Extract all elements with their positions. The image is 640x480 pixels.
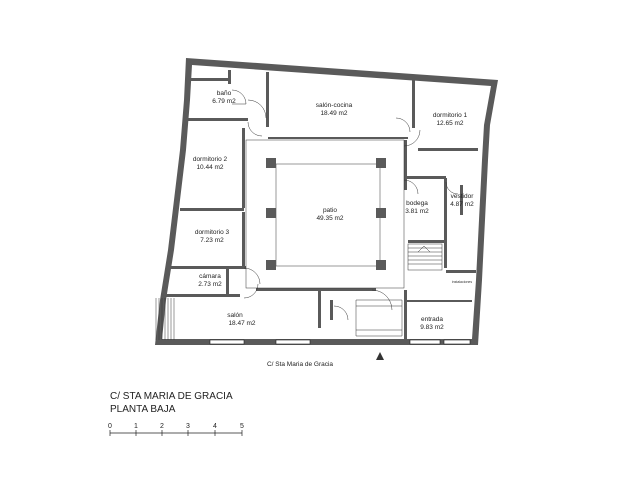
scale-tick: 1 <box>134 423 138 430</box>
room-name-dormitorio-1: dormitorio 1 <box>433 112 468 119</box>
room-name-bodega: bodega <box>406 200 428 207</box>
scale-tick: 0 <box>108 423 112 430</box>
room-name-dormitorio-2: dormitorio 2 <box>193 156 228 163</box>
installations-label: instalaciones <box>452 280 472 284</box>
scale-bar: 0 1 2 3 4 5 <box>108 423 244 436</box>
street-label: C/ Sta Maria de Gracia <box>267 361 333 368</box>
room-name-entrada: entrada <box>421 316 443 323</box>
scale-tick: 3 <box>186 423 190 430</box>
room-area-bano: 6.79 m2 <box>212 98 236 105</box>
room-area-entrada: 9.83 m2 <box>420 324 444 331</box>
room-name-salon: salón <box>227 312 243 319</box>
scale-tick: 5 <box>240 423 244 430</box>
facade-windows <box>209 339 471 345</box>
room-area-dormitorio-1: 12.65 m2 <box>436 120 463 127</box>
room-name-salon-cocina: salón-cocina <box>316 102 353 109</box>
room-area-salon: 18.47 m2 <box>228 320 255 327</box>
room-area-bodega: 3.81 m2 <box>405 208 429 215</box>
plan-subtitle: PLANTA BAJA <box>110 404 176 415</box>
room-area-dormitorio-2: 10.44 m2 <box>196 164 223 171</box>
room-name-camara: cámara <box>199 273 221 280</box>
room-area-salon-cocina: 18.49 m2 <box>320 110 347 117</box>
room-name-patio: patio <box>323 207 337 214</box>
exterior-wall <box>155 58 498 345</box>
plan-title: C/ STA MARIA DE GRACIA <box>110 391 233 402</box>
room-labels: baño 6.79 m2 salón-cocina 18.49 m2 dormi… <box>193 90 474 331</box>
room-area-vestidor: 4.87 m2 <box>450 201 474 208</box>
room-area-dormitorio-3: 7.23 m2 <box>200 237 224 244</box>
scale-tick: 2 <box>160 423 164 430</box>
room-name-dormitorio-3: dormitorio 3 <box>195 229 230 236</box>
salon-facade-hatch <box>155 298 175 340</box>
room-area-patio: 49.35 m2 <box>316 215 343 222</box>
door-swings <box>231 89 459 337</box>
room-area-camara: 2.73 m2 <box>198 281 222 288</box>
entrance-arrow <box>376 352 384 360</box>
scale-tick: 4 <box>213 423 217 430</box>
interior-walls <box>166 70 478 340</box>
patio-area <box>245 139 405 289</box>
stairs <box>407 243 443 271</box>
room-name-vestidor: vestidor <box>451 193 475 200</box>
room-name-bano: baño <box>217 90 232 97</box>
